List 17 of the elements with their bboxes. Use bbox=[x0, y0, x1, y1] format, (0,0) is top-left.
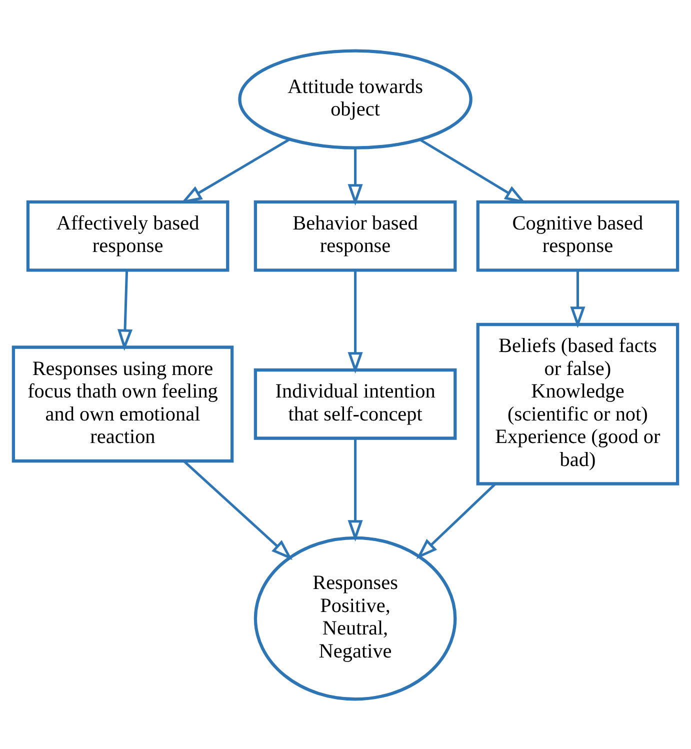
arrow bbox=[348, 147, 363, 206]
arrow bbox=[183, 460, 293, 560]
arrow bbox=[348, 270, 363, 374]
arrow bbox=[570, 270, 586, 328]
arrow bbox=[117, 270, 133, 350]
node-box: Affectively based response bbox=[26, 200, 230, 272]
node-box: Behavior based response bbox=[254, 200, 457, 272]
arrow bbox=[348, 438, 363, 542]
node-ellipse: Responses Positive, Neutral, Negative bbox=[254, 536, 457, 700]
node-box: Individual intention that self-concept bbox=[254, 368, 457, 440]
node-box: Responses using more focus thath own feeling and own emotional reaction bbox=[12, 345, 234, 462]
node-box: Cognitive based response bbox=[476, 200, 680, 272]
arrow bbox=[418, 138, 526, 204]
node-box: Beliefs (based facts or false) Knowledge (scientific or not) Experience (good or bad) bbox=[476, 322, 680, 485]
arrow bbox=[416, 482, 496, 559]
node-ellipse: Attitude towards object bbox=[238, 48, 472, 149]
arrow bbox=[180, 138, 290, 204]
